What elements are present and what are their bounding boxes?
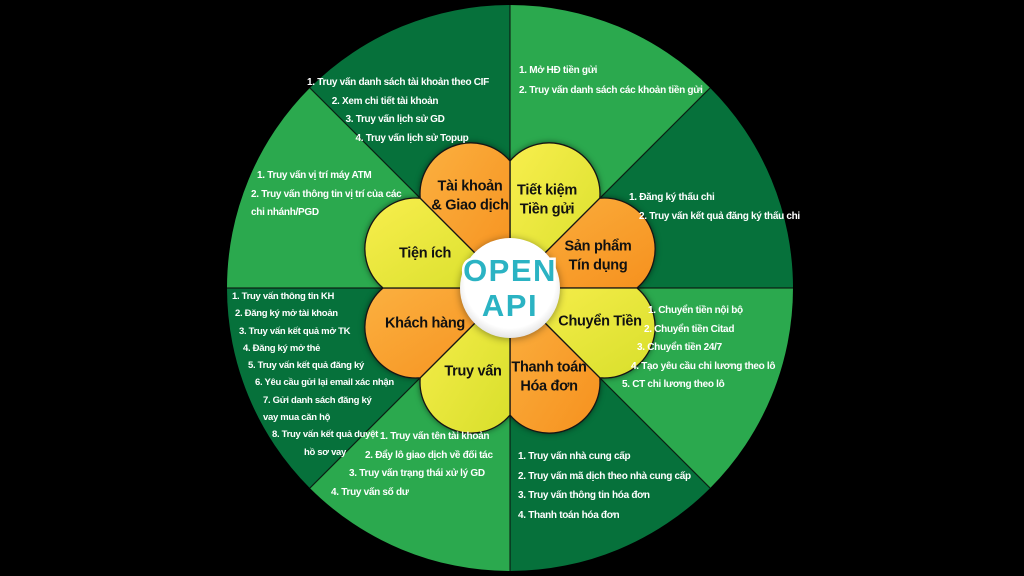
- list-item: 1. Mở HĐ tiền gửi: [519, 65, 598, 76]
- list-item: 2. Đẩy lô giao dịch về đối tác: [365, 449, 493, 461]
- list-item: 2. Chuyển tiền Citad: [644, 323, 735, 335]
- list-item: 2. Đăng ký mở tài khoản: [235, 308, 338, 320]
- list-item: 7. Gửi danh sách đăng ký vay mua căn hộ: [263, 394, 372, 423]
- list-item: 2. Xem chi tiết tài khoản: [331, 95, 439, 107]
- label-san-pham-tin-dung: Sản phẩm Tín dụng: [565, 237, 632, 274]
- list-item: 1. Truy vấn nhà cung cấp: [518, 451, 631, 462]
- label-line: Hóa đơn: [520, 378, 578, 394]
- label-chuyen-tien: Chuyển Tiền: [558, 313, 642, 332]
- label-line: Tài khoản: [437, 178, 503, 195]
- list-item: 2. Truy vấn mã dịch theo nhà cung cấp: [518, 470, 691, 482]
- list-item: 4. Thanh toán hóa đơn: [518, 509, 620, 521]
- label-thanh-toan-hoa-don: Thanh toán Hóa đơn: [511, 358, 586, 395]
- list-tien-ich: 1. Truy vấn vị trí máy ATM 2. Truy vấn th…: [251, 167, 411, 223]
- list-item: 1. Truy vấn danh sách tài khoản theo CIF: [307, 77, 489, 88]
- label-tai-khoan-giao-dich: Tài khoản & Giao dịch: [431, 177, 509, 214]
- list-item: 1. Đăng ký thấu chi: [629, 192, 715, 203]
- list-item: 2. Truy vấn kết quả đăng ký thấu chi: [639, 210, 800, 222]
- list-item: 3. Chuyển tiền 24/7: [637, 342, 722, 353]
- list-item: 4. Đăng ký mở thẻ: [243, 342, 321, 354]
- list-truy-van: 1. Truy vấn tên tài khoản 2. Đẩy lô giao …: [331, 428, 493, 502]
- list-thanh-toan-hoa-don: 1. Truy vấn nhà cung cấp 2. Truy vấn mã d…: [518, 447, 691, 525]
- label-line: Tiền gửi: [519, 201, 575, 217]
- label-line: Tiết kiệm: [517, 182, 577, 199]
- list-tai-khoan-giao-dich: 1. Truy vấn danh sách tài khoản theo CIF…: [278, 74, 518, 148]
- open-api-title-line2: API: [482, 288, 538, 323]
- list-item: 8. Truy vấn kết quả duyệt hồ sơ vay: [272, 429, 379, 458]
- list-item: 4. Truy vấn số dư: [331, 486, 409, 498]
- list-chuyen-tien: 1. Chuyển tiền nội bộ 2. Chuyển tiền Cita…: [622, 302, 776, 395]
- list-item: 2. Truy vấn danh sách các khoản tiền gửi: [519, 85, 703, 96]
- label-khach-hang: Khách hàng: [385, 315, 465, 334]
- list-item: 1. Chuyển tiền nội bộ: [648, 305, 743, 316]
- label-line: Tín dụng: [568, 257, 628, 273]
- list-san-pham-tin-dung: 1. Đăng ký thấu chi 2. Truy vấn kết quả đ…: [629, 189, 801, 226]
- label-tiet-kiem-tien-gui: Tiết kiệm Tiền gửi: [517, 181, 577, 218]
- list-item: 1. Truy vấn tên tài khoản: [380, 431, 490, 442]
- label-line: Tiện ích: [398, 245, 452, 262]
- list-item: 3. Truy vấn thông tin hóa đơn: [518, 490, 650, 501]
- list-item: 4. Truy vấn lịch sử Topup: [355, 132, 469, 144]
- list-item: 4. Tạo yêu cầu chi lương theo lô: [631, 360, 776, 372]
- list-tiet-kiem-tien-gui: 1. Mở HĐ tiền gửi 2. Truy vấn danh sách c…: [519, 61, 703, 101]
- list-item: 6. Yêu cầu gửi lại email xác nhận: [255, 377, 394, 389]
- label-line: Khách hàng: [385, 315, 465, 332]
- label-line: Truy vấn: [444, 363, 502, 380]
- label-truy-van: Truy vấn: [444, 363, 502, 382]
- list-item: 5. Truy vấn kết quả đăng ký: [248, 360, 364, 372]
- list-item: 3. Truy vấn kết quả mở TK: [239, 325, 351, 337]
- list-item: 5. CT chi lương theo lô: [622, 379, 725, 390]
- list-item: 1. Truy vấn vị trí máy ATM: [257, 170, 372, 181]
- label-line: Chuyển Tiền: [558, 313, 642, 330]
- label-line: Thanh toán: [511, 359, 587, 376]
- list-item: 3. Truy vấn trạng thái xử lý GD: [349, 468, 485, 479]
- list-item: 3. Truy vấn lịch sử GD: [345, 114, 445, 125]
- list-khach-hang: 1. Truy vấn thông tin KH 2. Đăng ký mở tà…: [230, 288, 394, 461]
- label-line: & Giao dịch: [431, 197, 509, 213]
- center-circle: [460, 238, 560, 338]
- open-api-title-line1: OPEN: [463, 253, 557, 288]
- list-item: 1. Truy vấn thông tin KH: [232, 291, 335, 302]
- label-line: Sản phẩm: [564, 238, 632, 255]
- list-item: 2. Truy vấn thông tin vị trí của các chi…: [251, 188, 402, 219]
- label-tien-ich: Tiện ích: [399, 245, 451, 264]
